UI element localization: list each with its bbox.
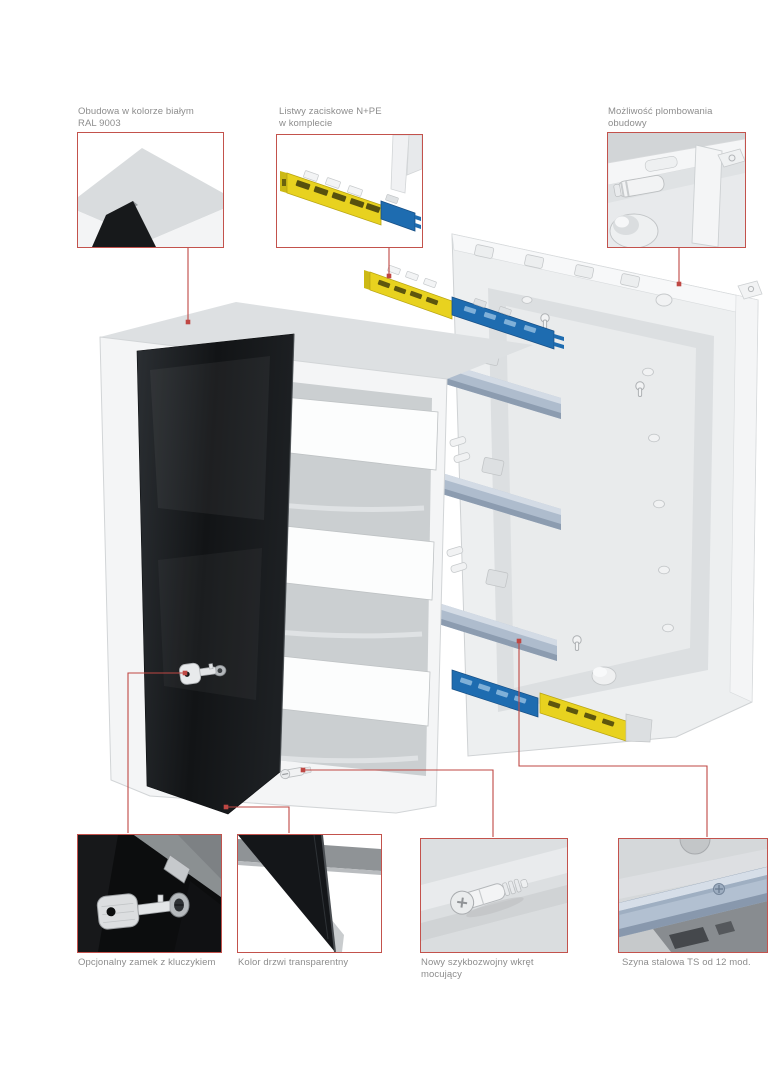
callout-sealing-corner: [607, 132, 746, 248]
back-panel: [451, 233, 763, 757]
label-door-color: Kolor drzwi transparentny: [238, 957, 348, 969]
label-line: Nowy szykbozwojny wkręt: [421, 957, 534, 968]
callout-steel-rail: [618, 838, 768, 953]
label-rail: Szyna stalowa TS od 12 mod.: [622, 957, 751, 969]
mounting-screw-photo: [421, 839, 567, 952]
strip-blue-bottom: [451, 669, 539, 718]
din-rails: [428, 358, 561, 661]
sealing-corner-photo: [608, 133, 745, 247]
callout-connectors: [127, 248, 708, 837]
panel-top-clips: [474, 244, 641, 288]
din-rail-2: [428, 469, 561, 530]
transparent-door-photo: [238, 835, 381, 952]
terminal-strip-top: [364, 265, 564, 350]
label-line: mocujący: [421, 969, 462, 980]
transparent-door: [136, 333, 295, 815]
callout-dots: [182, 273, 682, 810]
steel-rail-photo: [619, 839, 767, 952]
callout-mounting-screw: [420, 838, 568, 953]
fixing-screw: [280, 766, 312, 780]
enclosure-corner-photo: [78, 133, 223, 247]
sealing-wing-tab: [737, 280, 763, 300]
label-terminal-strips: Listwy zaciskowe N+PE w komplecie: [279, 106, 382, 130]
label-screw: Nowy szykbozwojny wkręt mocujący: [421, 957, 534, 981]
callout-transparent-door: [237, 834, 382, 953]
label-sealing: Możliwość plombowania obudowy: [608, 106, 713, 130]
panel-studs: [521, 296, 674, 633]
label-lock: Opcjonalny zamek z kluczykiem: [78, 957, 216, 969]
label-line: obudowy: [608, 118, 647, 129]
label-enclosure-color: Obudowa w kolorze białym RAL 9003: [78, 106, 194, 130]
callout-key-lock: [77, 834, 222, 953]
label-line: w komplecie: [279, 118, 333, 129]
label-line: Szyna stalowa TS od 12 mod.: [622, 957, 751, 968]
terminal-strip-photo: [277, 135, 422, 247]
label-line: Kolor drzwi transparentny: [238, 957, 349, 968]
terminal-strip-bottom: [451, 669, 653, 743]
strip-blue-top: [451, 296, 555, 350]
key-icon: [179, 662, 227, 685]
label-line: Opcjonalny zamek z kluczykiem: [78, 957, 216, 968]
mounting-pegs: [446, 436, 471, 573]
label-line: Listwy zaciskowe N+PE: [279, 106, 382, 117]
din-rail-3: [428, 600, 557, 661]
label-line: Obudowa w kolorze białym: [78, 106, 194, 117]
callout-enclosure-corner: [77, 132, 224, 248]
callout-terminal-strip: [276, 134, 423, 248]
label-line: RAL 9003: [78, 118, 121, 129]
label-line: Możliwość plombowania: [608, 106, 713, 117]
key-lock-photo: [78, 835, 221, 952]
